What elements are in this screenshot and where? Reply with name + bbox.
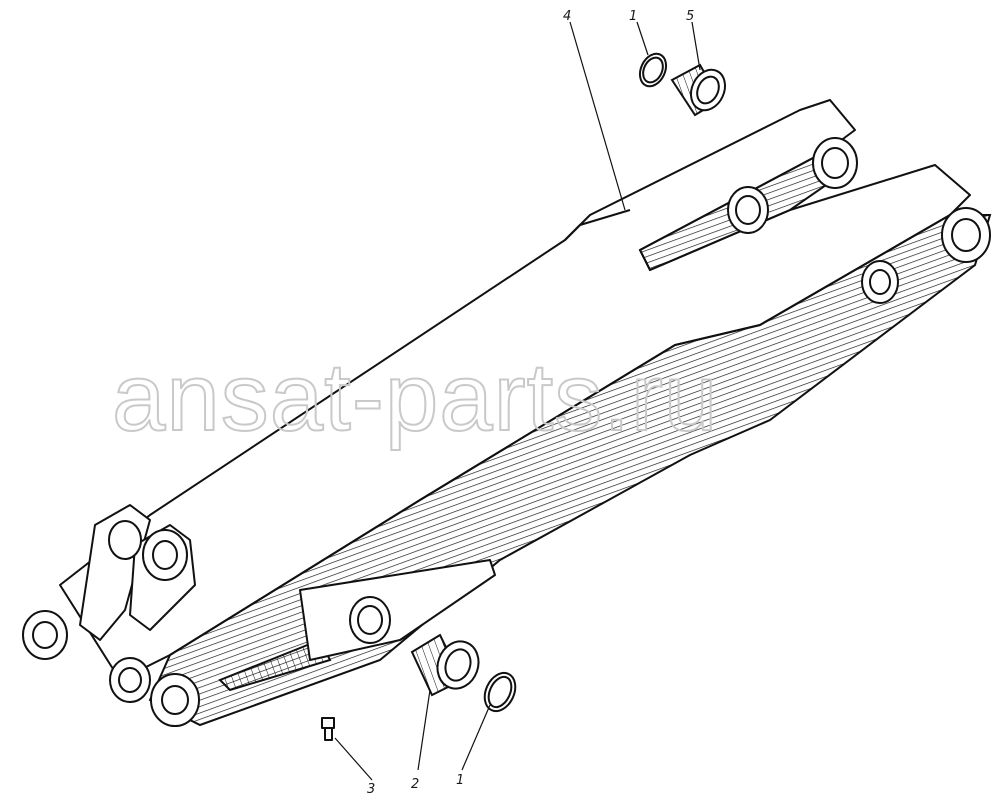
callout-4-top: 4 (563, 9, 571, 24)
fork-bores (349, 137, 991, 644)
callout-3-bottom: 3 (367, 782, 375, 797)
swing-arm-body (59, 99, 992, 727)
callout-2-bottom: 2 (411, 777, 419, 792)
grease-fitting (321, 717, 335, 741)
o-ring-bottom (483, 671, 517, 713)
bushing-top (670, 63, 727, 117)
watermark-text: ansat-parts.ru (112, 344, 718, 451)
callout-1-top: 1 (629, 9, 637, 24)
leader-lines (334, 21, 701, 781)
bushing-bottom (410, 633, 480, 697)
callout-1-bottom: 1 (456, 773, 464, 788)
callout-5-top: 5 (686, 9, 694, 24)
rear-bracket-assembly (22, 504, 200, 727)
lower-reinforcement-plate (299, 559, 496, 661)
lightening-window (218, 638, 332, 692)
o-ring-top (638, 52, 668, 88)
